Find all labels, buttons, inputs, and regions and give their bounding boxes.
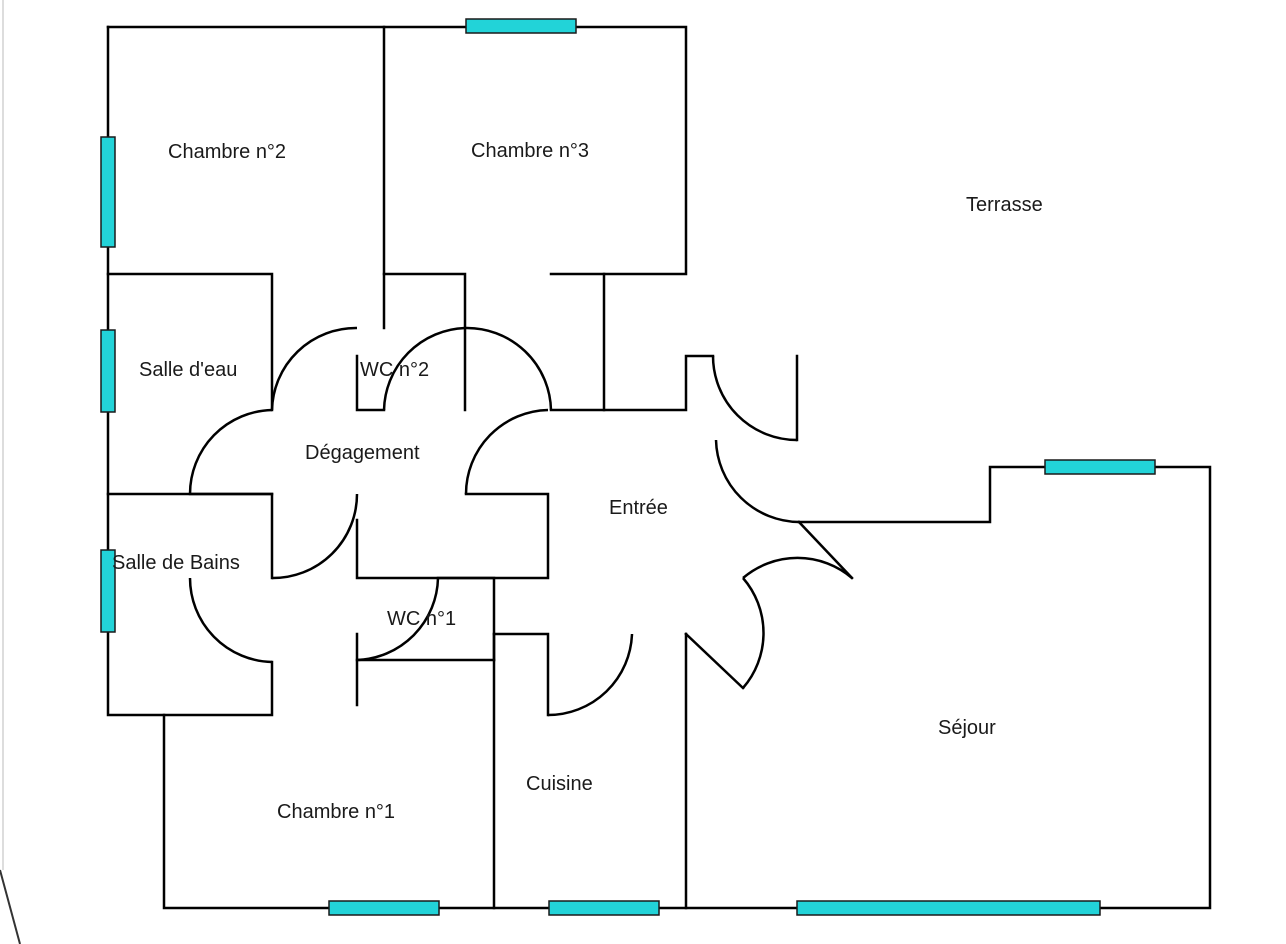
label-cuisine: Cuisine	[526, 773, 593, 795]
door-sejour-2	[742, 577, 765, 689]
windows	[100, 18, 1156, 916]
door-sejour-1	[742, 556, 853, 579]
label-entree: Entrée	[609, 497, 668, 519]
door-entree-terrasse	[714, 439, 800, 524]
label-salle-eau: Salle d'eau	[139, 359, 237, 381]
window-chambre2	[100, 136, 116, 248]
door-chambre2	[270, 326, 358, 411]
label-sejour: Séjour	[938, 717, 996, 739]
label-wc1: WC n°1	[387, 608, 456, 630]
door-degagement-entree	[464, 408, 549, 495]
label-chambre2: Chambre n°2	[168, 141, 286, 163]
label-terrasse: Terrasse	[966, 194, 1043, 216]
label-salle-bains: Salle de Bains	[112, 552, 240, 574]
window-sejour-top	[1044, 459, 1156, 475]
door-salle-eau	[188, 408, 273, 495]
page-edge	[0, 0, 21, 944]
door-chambre3	[464, 326, 553, 411]
door-entree-front	[711, 355, 798, 442]
window-cuisine	[548, 900, 660, 916]
door-wc2	[382, 326, 466, 411]
label-chambre3: Chambre n°3	[471, 140, 589, 162]
doors	[188, 326, 853, 717]
window-salle-eau	[100, 329, 116, 413]
window-chambre3	[465, 18, 577, 34]
room-labels: Chambre n°2 Chambre n°3 Terrasse Salle d…	[112, 140, 1043, 823]
label-wc2: WC n°2	[360, 359, 429, 381]
label-degagement: Dégagement	[305, 442, 420, 464]
window-salle-bains	[100, 549, 116, 633]
door-wc1	[356, 577, 440, 662]
door-chambre1	[188, 577, 273, 664]
door-salle-bains	[271, 493, 359, 580]
window-chambre1	[328, 900, 440, 916]
window-sejour-bottom	[796, 900, 1101, 916]
label-chambre1: Chambre n°1	[277, 801, 395, 823]
door-cuisine	[547, 633, 634, 717]
